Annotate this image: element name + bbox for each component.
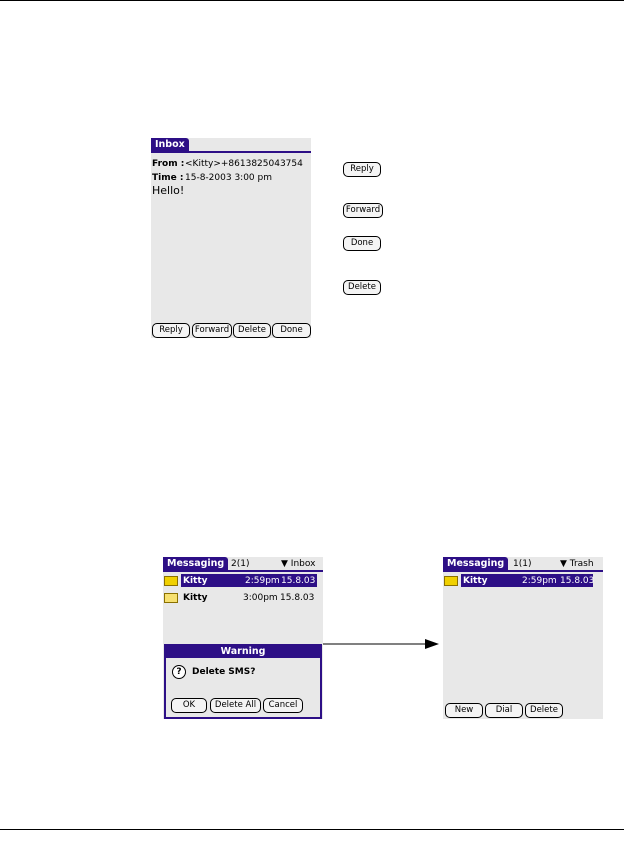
inbox-tab[interactable]: Inbox xyxy=(151,138,189,151)
row-2-date: 15.8.03 xyxy=(280,593,315,603)
folder-selector-label: Inbox xyxy=(290,559,316,569)
trash-folder-selector[interactable]: ▼ Trash xyxy=(560,558,594,570)
inbox-tabbar: Inbox xyxy=(151,138,311,153)
time-label: Time : xyxy=(152,173,184,183)
time-value: 15-8-2003 3:00 pm xyxy=(185,173,272,183)
bottom-rule xyxy=(0,829,624,830)
delete-all-button[interactable]: Delete All xyxy=(210,698,261,713)
message-body: Hello! xyxy=(152,184,185,197)
arrow-right-icon xyxy=(323,639,439,649)
ok-button[interactable]: OK xyxy=(171,698,207,713)
dial-button[interactable]: Dial xyxy=(485,703,523,718)
row-2-name[interactable]: Kitty xyxy=(183,593,208,603)
callout-done-button[interactable]: Done xyxy=(343,236,381,251)
trash-count: 1(1) xyxy=(513,559,532,569)
triangle-down-icon: ▼ xyxy=(560,559,567,569)
row-2-time: 3:00pm xyxy=(243,593,278,603)
cancel-button[interactable]: Cancel xyxy=(263,698,303,713)
warning-dialog: Warning ? Delete SMS? OK Delete All Canc… xyxy=(164,644,322,719)
triangle-down-icon: ▼ xyxy=(281,559,288,569)
messaging-inbox-screen: Messaging 2(1) ▼ Inbox Kitty 2:59pm 15.8… xyxy=(163,557,323,719)
messaging-trash-tabbar: Messaging xyxy=(443,557,603,572)
row-1-date: 15.8.03 xyxy=(281,576,316,586)
envelope-open-icon xyxy=(164,593,178,603)
trash-folder-label: Trash xyxy=(569,559,594,569)
trash-delete-button[interactable]: Delete xyxy=(525,703,563,718)
inbox-count: 2(1) xyxy=(231,559,250,569)
messaging-trash-tab[interactable]: Messaging xyxy=(443,557,509,570)
delete-button[interactable]: Delete xyxy=(233,323,271,338)
from-label: From : xyxy=(152,159,185,169)
callout-delete-button[interactable]: Delete xyxy=(343,280,381,295)
dialog-title: Warning xyxy=(166,646,320,658)
folder-selector[interactable]: ▼ Inbox xyxy=(281,558,315,570)
dialog-message: Delete SMS? xyxy=(192,667,256,677)
trash-row-date: 15.8.03 xyxy=(560,576,595,586)
callout-forward-button[interactable]: Forward xyxy=(343,203,383,218)
messaging-inbox-tab[interactable]: Messaging xyxy=(163,557,229,570)
reply-button[interactable]: Reply xyxy=(152,323,190,338)
row-1-time: 2:59pm xyxy=(245,576,280,586)
inbox-message-screen: Inbox From : <Kitty>+8613825043754 Time … xyxy=(151,138,311,338)
trash-row-name: Kitty xyxy=(463,576,488,586)
question-icon: ? xyxy=(172,665,186,679)
from-value: <Kitty>+8613825043754 xyxy=(185,159,303,169)
messaging-trash-screen: Messaging 1(1) ▼ Trash Kitty 2:59pm 15.8… xyxy=(443,557,603,719)
row-1-name: Kitty xyxy=(183,576,208,586)
envelope-closed-icon xyxy=(444,576,458,586)
top-rule xyxy=(0,0,624,1)
message-row-selected[interactable] xyxy=(181,574,317,587)
done-button[interactable]: Done xyxy=(272,323,311,338)
forward-button[interactable]: Forward xyxy=(192,323,232,338)
messaging-inbox-tabbar: Messaging xyxy=(163,557,323,572)
new-button[interactable]: New xyxy=(445,703,483,718)
trash-row-selected[interactable] xyxy=(461,574,593,587)
callout-reply-button[interactable]: Reply xyxy=(343,162,381,177)
trash-row-time: 2:59pm xyxy=(522,576,557,586)
envelope-closed-icon xyxy=(164,576,178,586)
